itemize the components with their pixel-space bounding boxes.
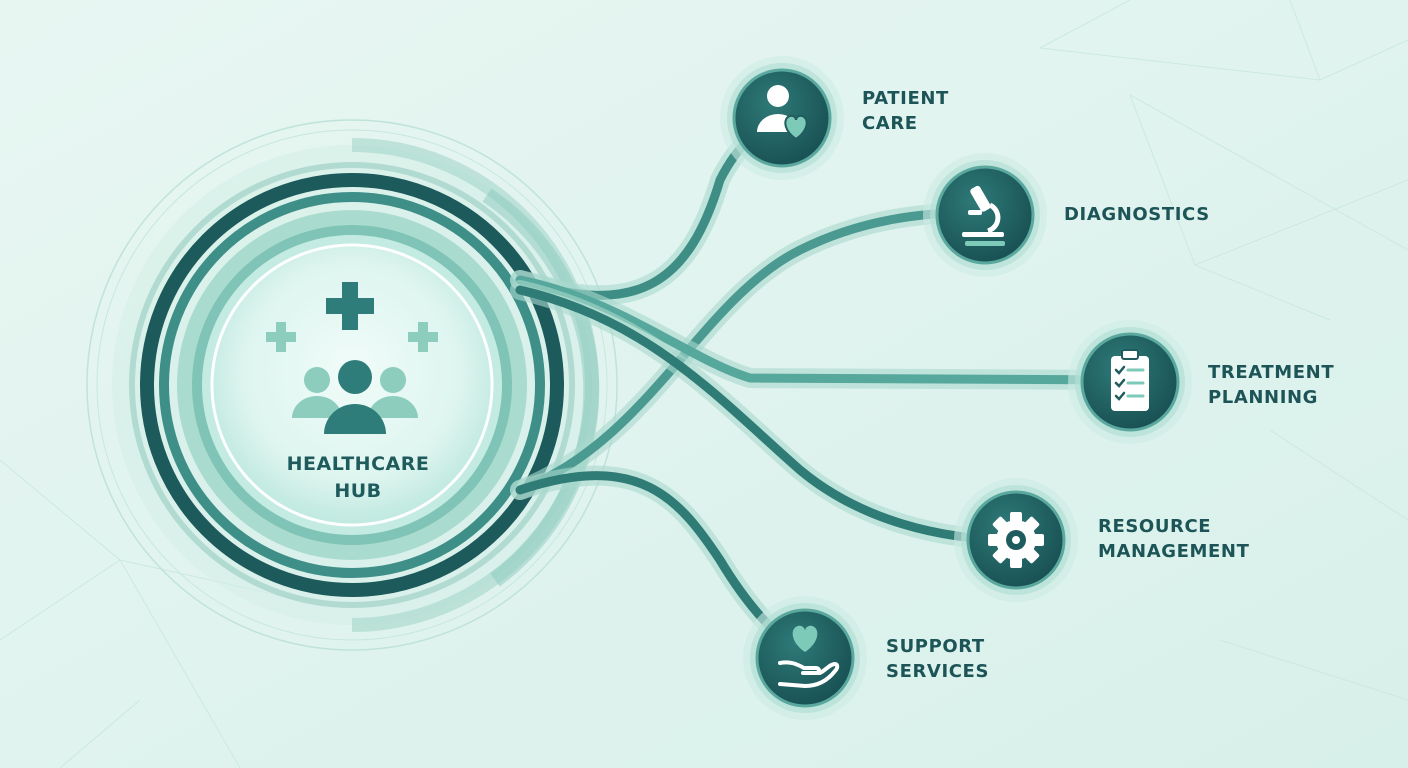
- patient-care-label-line1: PATIENT: [862, 88, 949, 109]
- support-services-node[interactable]: [743, 596, 867, 720]
- patient-care-node[interactable]: [720, 56, 844, 180]
- diagnostics-label-line1: DIAGNOSTICS: [1064, 204, 1210, 225]
- patient-care-label-line2: CARE: [862, 113, 918, 134]
- support-services-label-line2: SERVICES: [886, 661, 990, 682]
- microscope-icon: [962, 185, 1005, 246]
- support-services-label-line1: SUPPORT: [886, 636, 985, 657]
- resource-management-node[interactable]: [954, 478, 1078, 602]
- patient-care-label: PATIENT CARE: [862, 86, 949, 136]
- resource-management-label: RESOURCE MANAGEMENT: [1098, 514, 1249, 564]
- gear-icon: [988, 512, 1044, 568]
- patient-heart-icon: [757, 85, 808, 141]
- diagnostics-label: DIAGNOSTICS: [1064, 202, 1210, 227]
- treatment-planning-node[interactable]: [1068, 320, 1192, 444]
- resource-management-label-line1: RESOURCE: [1098, 516, 1212, 537]
- hub-title-line1: HEALTHCARE: [286, 453, 430, 475]
- people-with-medical-crosses-icon: [266, 282, 438, 434]
- hand-heart-icon: [778, 625, 840, 688]
- hub-title: HEALTHCARE HUB: [250, 451, 466, 505]
- clipboard-checklist-icon: [1111, 349, 1149, 411]
- treatment-planning-label: TREATMENT PLANNING: [1208, 360, 1334, 410]
- treatment-planning-label-line1: TREATMENT: [1208, 362, 1335, 383]
- treatment-planning-label-line2: PLANNING: [1208, 387, 1319, 408]
- diagnostics-node[interactable]: [923, 153, 1047, 277]
- support-services-label: SUPPORT SERVICES: [886, 634, 989, 684]
- resource-management-label-line2: MANAGEMENT: [1098, 541, 1250, 562]
- hub-title-line2: HUB: [334, 480, 382, 502]
